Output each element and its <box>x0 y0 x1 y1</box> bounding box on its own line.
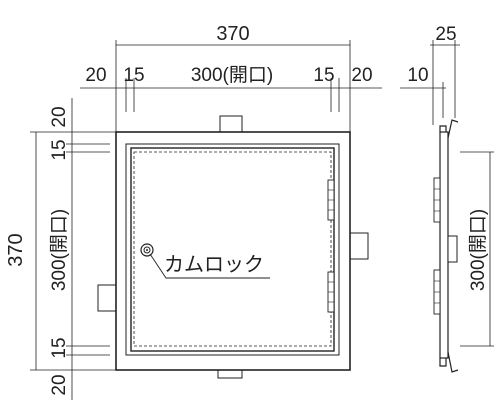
front-view: カムロック <box>97 115 369 379</box>
cam-lock-leader-line <box>149 253 270 279</box>
side-clip-bottom <box>447 351 459 373</box>
side-frame-plate <box>439 131 449 359</box>
overall-width-label: 370 <box>216 23 249 45</box>
front-top-dimensions: 370 20 15 300(開口) 15 20 <box>80 23 382 132</box>
cam-lock-icon <box>140 243 154 257</box>
front-left-dimensions: 370 20 15 300(開口) 15 20 <box>5 98 116 400</box>
outer-frame <box>115 131 351 371</box>
overall-height-label: 370 <box>5 233 27 266</box>
side-view-dimensions: 25 10 300(開口) <box>400 24 494 347</box>
door-panel <box>130 147 335 352</box>
top-inner-margin-label: 15 <box>49 139 70 160</box>
side-lock-body <box>447 235 458 263</box>
bottom-outer-margin-label: 20 <box>49 374 70 395</box>
depth-total-label: 25 <box>435 24 456 45</box>
depth-flange-label: 10 <box>407 65 428 86</box>
side-clip-top <box>447 119 459 139</box>
opening-width-label: 300(開口) <box>191 65 273 86</box>
cam-lock-callout: カムロック <box>164 253 264 276</box>
opening-outline <box>133 151 332 347</box>
left-inner-margin-label: 15 <box>123 65 144 86</box>
mounting-tab-left <box>97 284 118 312</box>
right-outer-margin-label: 20 <box>351 65 372 86</box>
bottom-inner-margin-label: 15 <box>49 337 70 358</box>
side-opening-label: 300(開口) <box>468 209 489 291</box>
inner-frame <box>125 143 340 356</box>
opening-height-label: 300(開口) <box>49 209 70 291</box>
top-outer-margin-label: 20 <box>49 106 70 127</box>
right-inner-margin-label: 15 <box>313 65 334 86</box>
mounting-tab-right <box>348 232 369 260</box>
left-outer-margin-label: 20 <box>85 65 106 86</box>
mounting-tab-top <box>219 115 243 134</box>
side-view <box>433 119 459 373</box>
